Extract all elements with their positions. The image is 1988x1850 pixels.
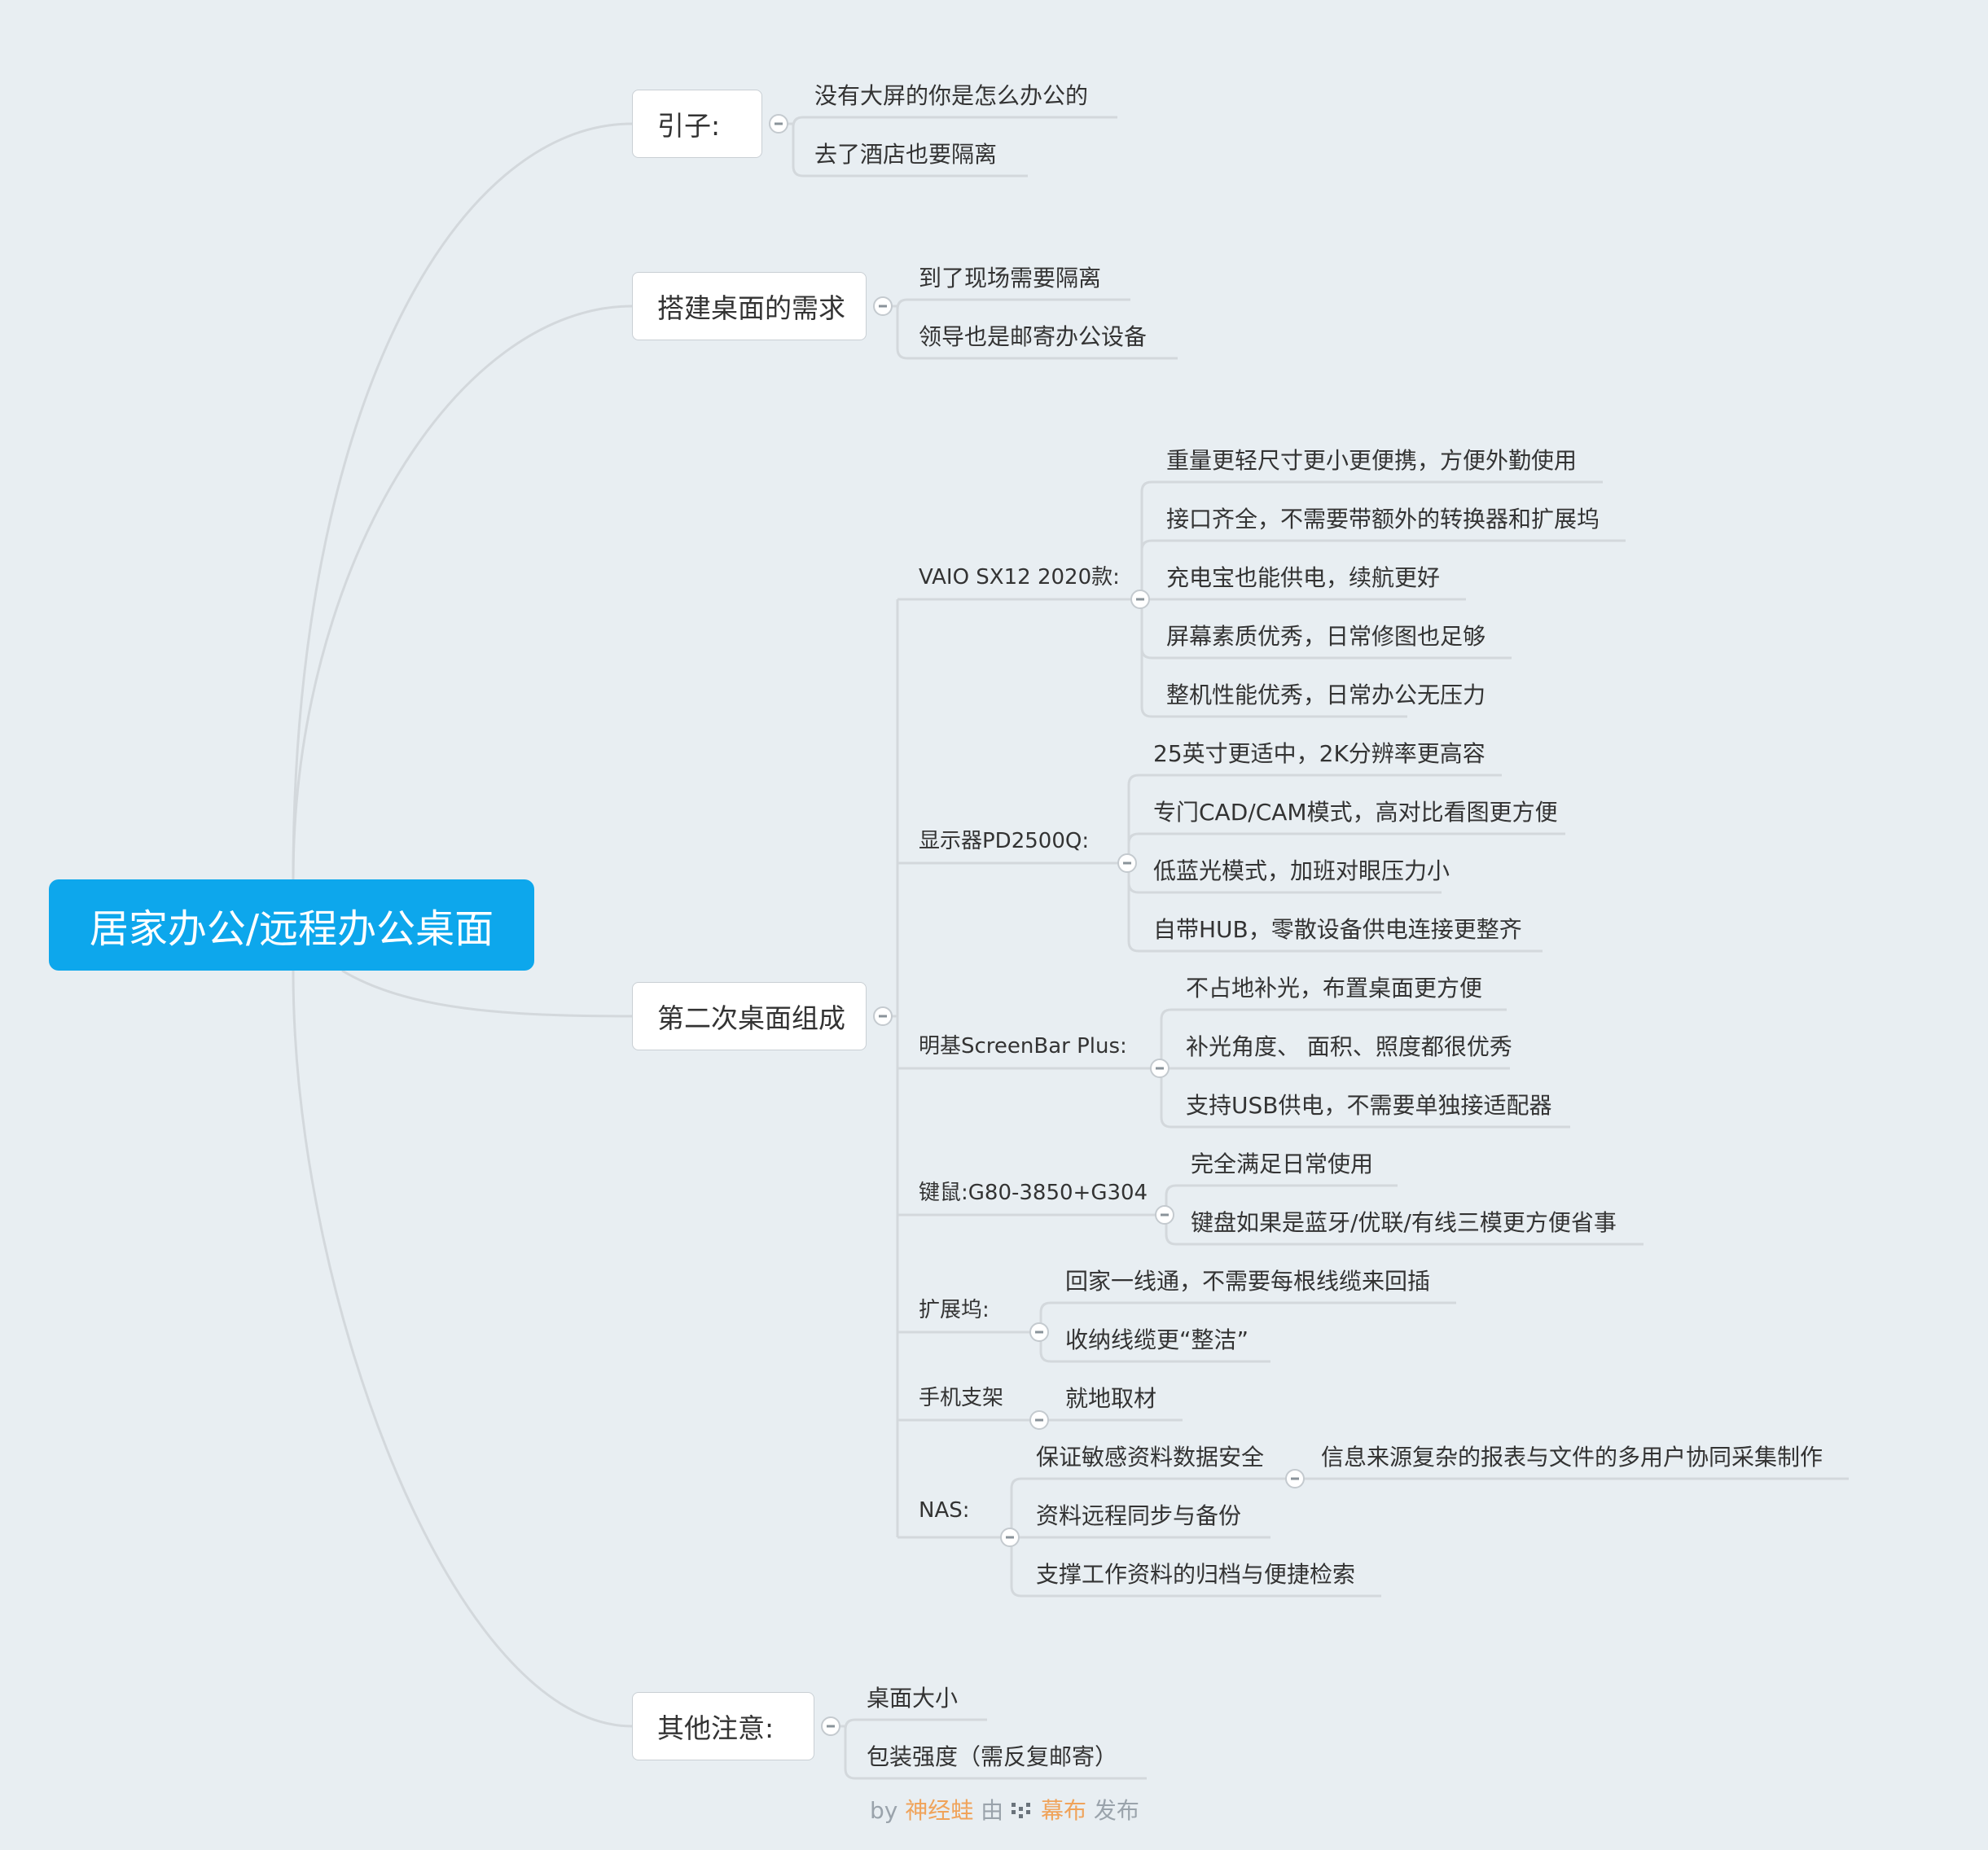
intro-collapse-toggle[interactable] (769, 114, 788, 134)
requirements-branch-0 (896, 298, 1130, 310)
keyboard-branch-0 (1165, 1184, 1398, 1215)
leaf-vaio-2[interactable]: 接口齐全，不需要带额外的转换器和扩展坞 (1166, 506, 1600, 533)
topic-requirements[interactable]: 搭建桌面的需求 (632, 272, 867, 340)
footer-mid: 由 (981, 1797, 1004, 1824)
subtopic-monitor[interactable]: 显示器PD2500Q: (919, 829, 1090, 853)
intro-branch-0 (792, 116, 1117, 128)
footer-by: by (870, 1797, 898, 1824)
vaio-branch-4 (1140, 599, 1407, 718)
leaf-desk-size[interactable]: 桌面大小 (867, 1685, 959, 1712)
nas-collapse-toggle[interactable] (1000, 1528, 1020, 1547)
screenbar-branch-0 (1160, 1008, 1507, 1068)
topic-intro[interactable]: 引子: (632, 90, 762, 158)
leaf-screenbar-1[interactable]: 不占地补光，布置桌面更方便 (1186, 975, 1483, 1002)
vaio-collapse-toggle[interactable] (1130, 590, 1150, 609)
second-desk-collapse-toggle[interactable] (873, 1006, 893, 1026)
leaf-dock-2[interactable]: 收纳线缆更“整洁” (1065, 1326, 1249, 1353)
subtopic-vaio[interactable]: VAIO SX12 2020款: (919, 565, 1120, 590)
other-notes-collapse-toggle[interactable] (821, 1716, 840, 1736)
subtopic-dock[interactable]: 扩展坞: (919, 1298, 990, 1322)
leaf-vaio-3[interactable]: 充电宝也能供电，续航更好 (1166, 564, 1441, 591)
leaf-packaging[interactable]: 包装强度（需反复邮寄） (867, 1743, 1118, 1770)
monitor-branch-0 (1127, 774, 1502, 863)
leaf-monitor-4[interactable]: 自带HUB，零散设备供电连接更整齐 (1153, 916, 1522, 943)
leaf-nas-1-child[interactable]: 信息来源复杂的报表与文件的多用户协同采集制作 (1321, 1444, 1823, 1471)
vaio-branch-0 (1140, 480, 1603, 599)
intro-branch-1 (792, 124, 1028, 178)
footer-credit: by 神经蛙 由 幕布 发布 (870, 1793, 1139, 1826)
footer-end: 发布 (1093, 1797, 1139, 1824)
leaf-keyboard-1[interactable]: 完全满足日常使用 (1191, 1151, 1374, 1177)
leaf-leader-mail[interactable]: 领导也是邮寄办公设备 (919, 323, 1148, 350)
root-link-intro (292, 122, 633, 880)
leaf-keyboard-2[interactable]: 键盘如果是蓝牙/优联/有线三模更方便省事 (1191, 1209, 1617, 1236)
keyboard-branch-1 (1165, 1215, 1644, 1246)
dock-collapse-toggle[interactable] (1029, 1322, 1049, 1342)
leaf-nas-3[interactable]: 支撑工作资料的归档与便捷检索 (1036, 1561, 1356, 1588)
leaf-vaio-4[interactable]: 屏幕素质优秀，日常修图也足够 (1166, 623, 1486, 650)
nas-security-collapse-toggle[interactable] (1285, 1469, 1305, 1488)
leaf-no-big-screen[interactable]: 没有大屏的你是怎么办公的 (814, 82, 1089, 109)
topic-other-notes[interactable]: 其他注意: (632, 1692, 814, 1760)
requirements-collapse-toggle[interactable] (873, 296, 893, 316)
monitor-branch-3 (1127, 863, 1543, 953)
vaio-branch-1 (1140, 539, 1626, 599)
subtopic-phone-stand[interactable]: 手机支架 (919, 1386, 1004, 1410)
nas-branch-0 (1010, 1477, 1295, 1537)
root-topic[interactable]: 居家办公/远程办公桌面 (49, 879, 534, 971)
screenbar-branch-2 (1160, 1068, 1570, 1129)
phone-stand-collapse-toggle[interactable] (1029, 1410, 1049, 1430)
other-notes-branch-1 (844, 1726, 1147, 1780)
requirements-branch-1 (896, 306, 1178, 360)
leaf-vaio-1[interactable]: 重量更轻尺寸更小更便携，方便外勤使用 (1166, 447, 1578, 474)
other-notes-branch-0 (844, 1718, 987, 1730)
leaf-monitor-1[interactable]: 25英寸更适中，2K分辨率更高容 (1153, 740, 1486, 767)
dock-branch-1 (1039, 1332, 1270, 1363)
root-link-other-notes (292, 970, 633, 1728)
leaf-dock-1[interactable]: 回家一线通，不需要每根线缆来回插 (1065, 1268, 1431, 1295)
topic-second-desk[interactable]: 第二次桌面组成 (632, 982, 867, 1050)
leaf-nas-2[interactable]: 资料远程同步与备份 (1036, 1502, 1242, 1529)
leaf-monitor-2[interactable]: 专门CAD/CAM模式，高对比看图更方便 (1153, 799, 1558, 826)
root-link-second-desk (341, 969, 633, 1018)
subtopic-keyboard-mouse[interactable]: 键鼠:G80-3850+G304 (919, 1181, 1148, 1205)
root-link-requirements (292, 305, 633, 880)
subtopic-screenbar[interactable]: 明基ScreenBar Plus: (919, 1034, 1127, 1059)
nas-branch-2 (1010, 1537, 1381, 1598)
keyboard-collapse-toggle[interactable] (1155, 1205, 1174, 1225)
mubu-logo-icon (1012, 1803, 1031, 1818)
monitor-branch-1 (1127, 832, 1565, 863)
subtopic-nas[interactable]: NAS: (919, 1498, 970, 1523)
leaf-screenbar-2[interactable]: 补光角度、 面积、照度都很优秀 (1186, 1033, 1512, 1060)
leaf-phone-stand-1[interactable]: 就地取材 (1065, 1385, 1157, 1412)
screenbar-collapse-toggle[interactable] (1150, 1059, 1170, 1078)
leaf-vaio-5[interactable]: 整机性能优秀，日常办公无压力 (1166, 682, 1486, 708)
monitor-collapse-toggle[interactable] (1117, 853, 1137, 873)
dock-branch-0 (1039, 1301, 1456, 1332)
leaf-monitor-3[interactable]: 低蓝光模式，加班对眼压力小 (1153, 857, 1450, 884)
footer-author-link[interactable]: 神经蛙 (905, 1797, 974, 1824)
leaf-onsite-isolation[interactable]: 到了现场需要隔离 (919, 265, 1102, 292)
leaf-screenbar-3[interactable]: 支持USB供电，不需要单独接适配器 (1186, 1092, 1552, 1119)
footer-brand-link[interactable]: 幕布 (1041, 1797, 1087, 1824)
leaf-nas-1[interactable]: 保证敏感资料数据安全 (1036, 1444, 1265, 1471)
leaf-hotel-isolation[interactable]: 去了酒店也要隔离 (814, 141, 998, 168)
